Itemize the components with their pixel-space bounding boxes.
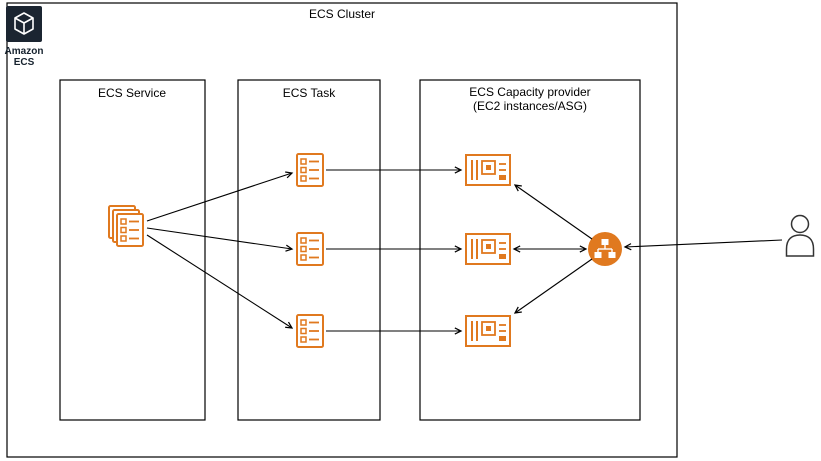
arrow-service-to-task-1	[146, 173, 292, 222]
ec2-instance-icon-3	[465, 315, 511, 347]
ecs-task-box	[237, 79, 381, 421]
ecs-capacity-provider-label-line2: (EC2 instances/ASG)	[473, 99, 587, 113]
ecs-task-box-label: ECS Task	[283, 86, 336, 100]
task-definition-stack-icon	[108, 205, 144, 247]
task-to-instance-arrows	[326, 170, 461, 331]
amazon-ecs-logo-icon	[6, 6, 42, 42]
arrow-asg-to-instance1	[515, 185, 593, 240]
ecs-service-box-label: ECS Service	[98, 86, 166, 100]
ecs-cluster-label: ECS Cluster	[309, 7, 375, 21]
arrow-service-to-task-2	[146, 227, 292, 249]
task-list-icon-1	[296, 153, 324, 187]
arrow-service-to-task-3	[146, 234, 292, 328]
asg-to-instance-arrows	[514, 185, 593, 313]
arrow-user-to-asg	[625, 239, 783, 247]
ec2-instance-icon-1	[465, 154, 511, 186]
service-to-task-arrows	[146, 173, 292, 328]
arrow-asg-to-instance3	[515, 258, 593, 313]
user-icon	[785, 214, 815, 257]
ecs-capacity-provider-label-line1: ECS Capacity provider	[469, 85, 590, 99]
task-list-icon-3	[296, 314, 324, 348]
amazon-ecs-label-line2: ECS	[14, 57, 35, 68]
auto-scaling-group-icon	[588, 232, 622, 266]
ecs-service-box	[59, 79, 206, 421]
ec2-instance-icon-2	[465, 233, 511, 265]
amazon-ecs-label-line1: Amazon	[5, 46, 44, 57]
task-list-icon-2	[296, 232, 324, 266]
